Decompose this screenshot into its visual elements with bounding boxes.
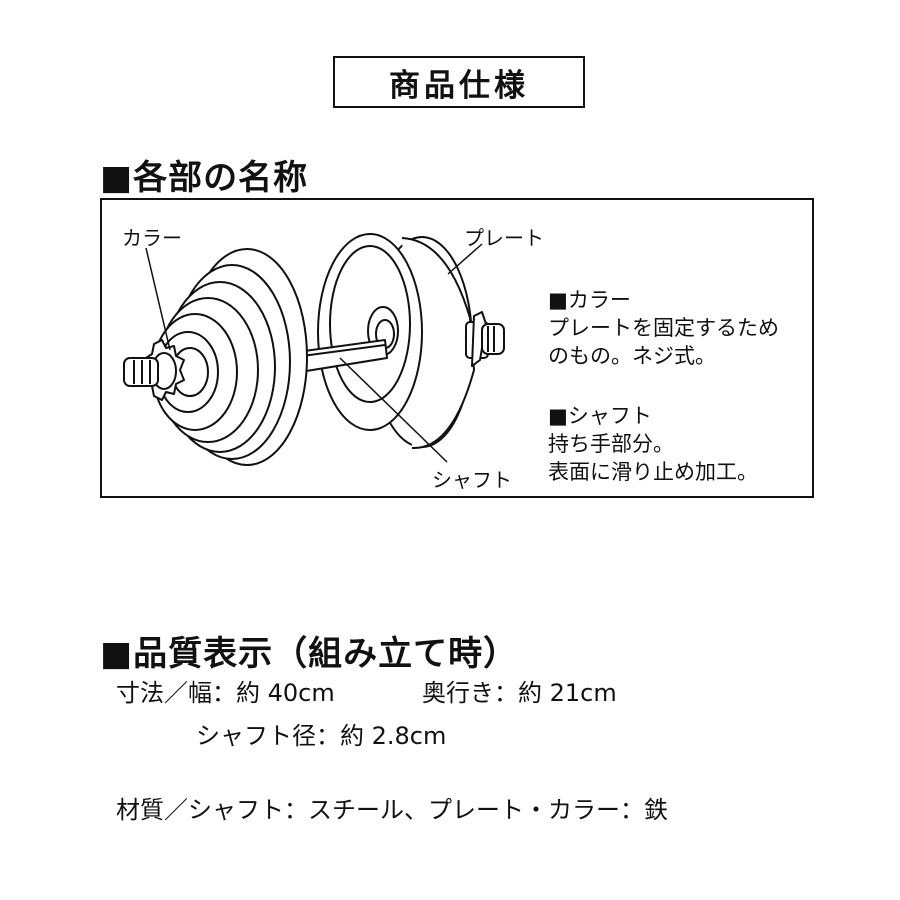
shaft-description-heading: ■シャフト bbox=[548, 404, 652, 428]
spec-section-heading: ■品質表示（組み立て時） bbox=[100, 634, 519, 674]
parts-section-heading: ■各部の名称 bbox=[100, 158, 309, 198]
spec-shaft-diameter: シャフト径：約 2.8cm bbox=[196, 722, 447, 750]
spec-dimensions-depth: 奥行き：約 21cm bbox=[422, 679, 617, 707]
collar-label: カラー bbox=[122, 226, 182, 250]
plate-label: プレート bbox=[464, 226, 544, 250]
collar-description: ■カラー プレートを固定するため のもの。ネジ式。 bbox=[548, 286, 779, 370]
shaft-description-line: 表面に滑り止め加工。 bbox=[548, 460, 758, 484]
spec-material: 材質／シャフト：スチール、プレート・カラー：鉄 bbox=[116, 796, 668, 824]
dumbbell-illustration bbox=[123, 233, 505, 466]
shaft-description-line: 持ち手部分。 bbox=[548, 432, 674, 456]
spec-dimensions-width: 寸法／幅：約 40cm bbox=[116, 679, 335, 707]
collar-description-line: プレートを固定するため bbox=[548, 316, 779, 340]
page-title: 商品仕様 bbox=[333, 56, 585, 108]
collar-description-line: のもの。ネジ式。 bbox=[548, 344, 716, 368]
shaft-label: シャフト bbox=[432, 468, 512, 492]
shaft-description: ■シャフト 持ち手部分。 表面に滑り止め加工。 bbox=[548, 402, 758, 486]
parts-diagram: カラー プレート シャフト ■カラー プレートを固定するため のもの。ネジ式。 … bbox=[100, 198, 814, 498]
collar-description-heading: ■カラー bbox=[548, 288, 631, 312]
